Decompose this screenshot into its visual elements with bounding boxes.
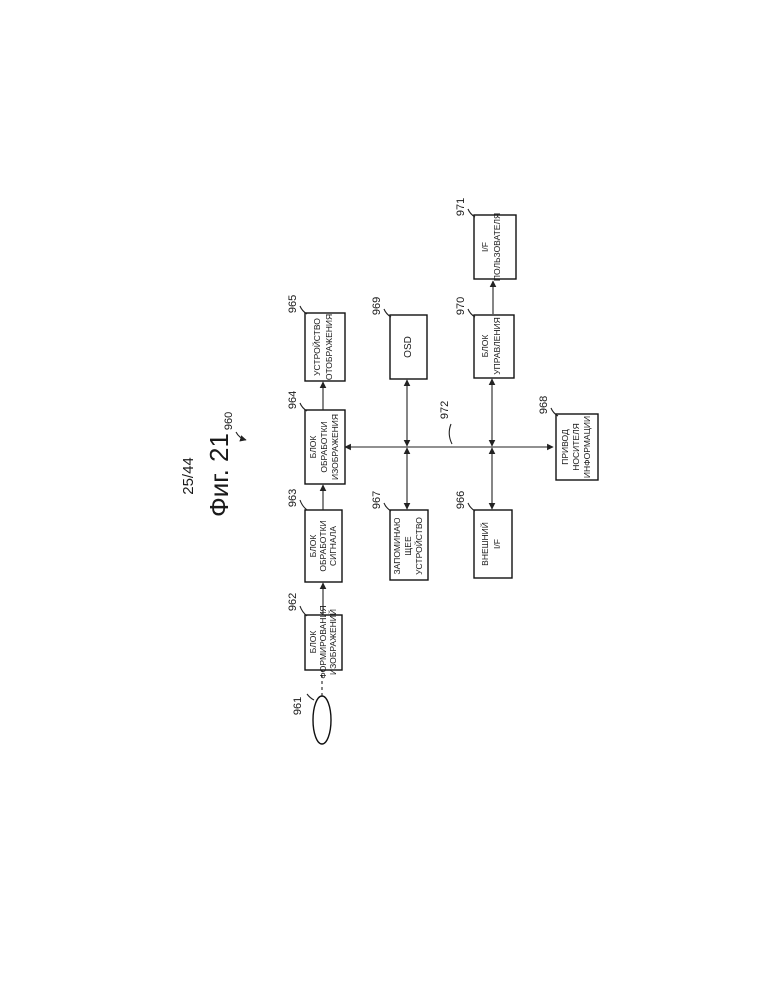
memory-ref: 967 — [371, 491, 383, 509]
media-drive-label-3: ИНФОРМАЦИИ — [582, 416, 592, 478]
control-ref-leader — [468, 309, 475, 317]
osd-ref: 969 — [371, 297, 383, 315]
signal-processing-label-3: СИГНАЛА — [328, 526, 338, 566]
signal-processing-label-1: БЛОК — [308, 535, 318, 558]
display-label-2: ОТОБРАЖЕНИЯ — [324, 314, 334, 380]
display-ref-leader — [300, 306, 307, 314]
image-forming-ref-leader — [300, 606, 307, 616]
osd-label: OSD — [403, 336, 414, 358]
image-processing-label-3: ИЗОБРАЖЕНИЯ — [330, 414, 340, 480]
display-label-1: УСТРОЙСТВО — [311, 318, 322, 376]
media-drive-label-2: НОСИТЕЛЯ — [571, 423, 581, 471]
media-drive-ref-leader — [551, 408, 558, 416]
media-drive-label-1: ПРИВОД — [560, 429, 570, 465]
osd-ref-leader — [384, 309, 391, 317]
signal-processing-label-2: ОБРАБОТКИ — [318, 520, 328, 571]
image-forming-label-2: ФОРМИРОВАНИЯ — [318, 605, 328, 678]
lens-ref: 961 — [292, 697, 304, 715]
image-forming-label-1: БЛОК — [308, 631, 318, 654]
external-if-label-2: I/F — [492, 539, 502, 549]
external-if-label-1: ВНЕШНИЙ — [479, 522, 490, 566]
control-ref: 970 — [455, 297, 467, 315]
external-if-ref: 966 — [455, 491, 467, 509]
system-ref-label: 960 — [223, 412, 235, 430]
image-processing-ref: 964 — [287, 391, 299, 409]
user-if-label-1: I/F — [480, 242, 490, 252]
figure-title: Фиг. 21 — [204, 433, 234, 517]
lens-ref-leader — [307, 694, 314, 700]
image-processing-label-1: БЛОК — [308, 436, 318, 459]
user-if-ref: 971 — [455, 198, 467, 216]
media-drive-ref: 968 — [538, 396, 550, 414]
external-if-ref-leader — [468, 503, 475, 511]
signal-processing-ref-leader — [300, 500, 307, 510]
user-if-label-2: ПОЛЬЗОВАТЕЛЯ — [492, 213, 502, 281]
system-ref-leader — [236, 432, 246, 440]
display-ref: 965 — [287, 295, 299, 313]
memory-label-3: УСТРОЙСТВО — [413, 517, 424, 575]
bus-ref-leader — [449, 424, 452, 444]
bus-ref: 972 — [439, 401, 451, 419]
memory-ref-leader — [384, 503, 391, 511]
image-processing-label-2: ОБРАБОТКИ — [319, 421, 329, 472]
control-label-1: БЛОК — [480, 335, 490, 358]
memory-label-1: ЗАПОМИНАЮ — [392, 517, 402, 574]
image-forming-ref: 962 — [287, 593, 299, 611]
signal-processing-ref: 963 — [287, 489, 299, 507]
image-forming-label-3: ИЗОБРАЖЕНИЙ — [327, 609, 338, 675]
image-processing-ref-leader — [300, 403, 307, 411]
memory-label-2: ЩЕЕ — [403, 536, 413, 556]
lens-ellipse — [313, 696, 331, 744]
user-if-ref-leader — [468, 209, 475, 217]
control-label-2: УПРАВЛЕНИЯ — [492, 317, 502, 375]
page-number: 25/44 — [180, 457, 197, 495]
